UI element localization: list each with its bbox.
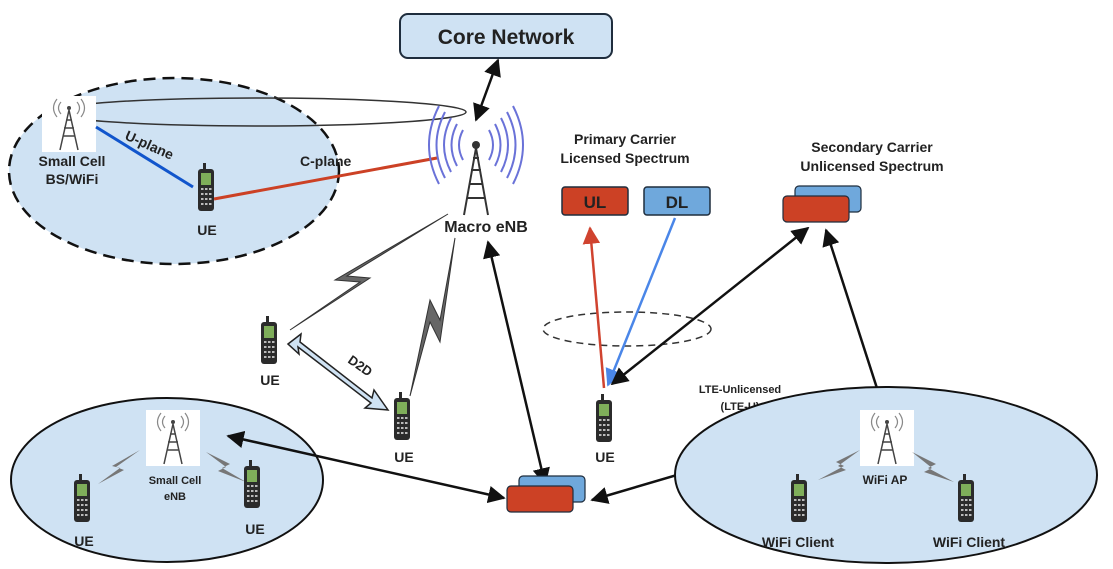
- macro-enb-label: Macro eNB: [444, 219, 528, 236]
- core-network-box: [399, 13, 613, 59]
- ue-right-phone-icon: [394, 392, 410, 440]
- central-carrier-blocks: [506, 475, 586, 513]
- ue-bottom-left-label: UE: [74, 533, 93, 549]
- ul-label: UL: [584, 193, 607, 212]
- small-cell-bottom-label2: eNB: [164, 491, 186, 503]
- ul-link: [582, 226, 606, 389]
- primary-carrier-line1: Primary Carrier: [574, 131, 677, 147]
- wireless-link-wifi-right: [912, 452, 954, 482]
- ue-d2d-left-label: UE: [260, 372, 279, 388]
- ue-secondary-link: [610, 226, 810, 386]
- small-cell-top-label1: Small Cell: [39, 153, 106, 169]
- ue-center-phone-icon: [596, 394, 612, 442]
- dl-label: DL: [666, 193, 689, 212]
- wifi-client-right-label: WiFi Client: [933, 534, 1006, 550]
- small-cell-enb-tower-icon: [145, 409, 201, 467]
- lteu-line1: LTE-Unlicensed: [699, 384, 781, 396]
- ue-bottom-left-phone-icon: [74, 474, 90, 522]
- secondary-carrier-blocks: [782, 185, 862, 223]
- macro-enb-tower-icon: [428, 105, 524, 216]
- secondary-carrier-line1: Secondary Carrier: [811, 139, 933, 155]
- core-network-label: Core Network: [438, 26, 575, 49]
- u-plane-link: [95, 125, 194, 189]
- small-cell-backhaul-link: [226, 430, 506, 504]
- ue-top-label: UE: [197, 222, 216, 238]
- d2d-double-arrow: [286, 332, 390, 411]
- wifi-client-left-phone-icon: [791, 474, 807, 522]
- wireless-link-macro-ue-d2d: [409, 237, 456, 397]
- ue-phone-icon: [198, 163, 214, 211]
- wifi-coverage: [674, 386, 1098, 564]
- ue-left-phone-icon: [261, 316, 277, 364]
- d2d-label: D2D: [345, 352, 375, 379]
- secondary-wifi-link: [822, 228, 888, 412]
- small-cell-top-label2: BS/WiFi: [46, 171, 99, 187]
- c-plane-label: C-plane: [300, 153, 352, 169]
- wifi-client-left-label: WiFi Client: [762, 534, 835, 550]
- wireless-link-small-ue-right: [206, 452, 246, 482]
- ul-block: [561, 186, 629, 216]
- c-plane-link: [213, 156, 438, 201]
- wifi-ap-tower-icon: [859, 409, 915, 467]
- ue-bottom-right-label: UE: [245, 521, 264, 537]
- small-cell-bottom-label1: Small Cell: [149, 475, 202, 487]
- core-macro-link: [473, 58, 501, 122]
- ue-d2d-right-label: UE: [394, 449, 413, 465]
- wireless-link-macro-ue-left: [289, 213, 449, 331]
- primary-carrier-line2: Licensed Spectrum: [560, 150, 689, 166]
- ue-bottom-right-phone-icon: [244, 460, 260, 508]
- wireless-link-wifi-left: [818, 450, 860, 480]
- macro-backhaul-link: [483, 240, 550, 486]
- ue-center-label: UE: [595, 449, 614, 465]
- small-cell-tower-icon: [41, 95, 97, 153]
- wifi-ap-label: WiFi AP: [863, 473, 908, 487]
- secondary-carrier-line2: Unlicensed Spectrum: [800, 158, 943, 174]
- wifi-client-right-phone-icon: [958, 474, 974, 522]
- dl-block: [643, 186, 711, 216]
